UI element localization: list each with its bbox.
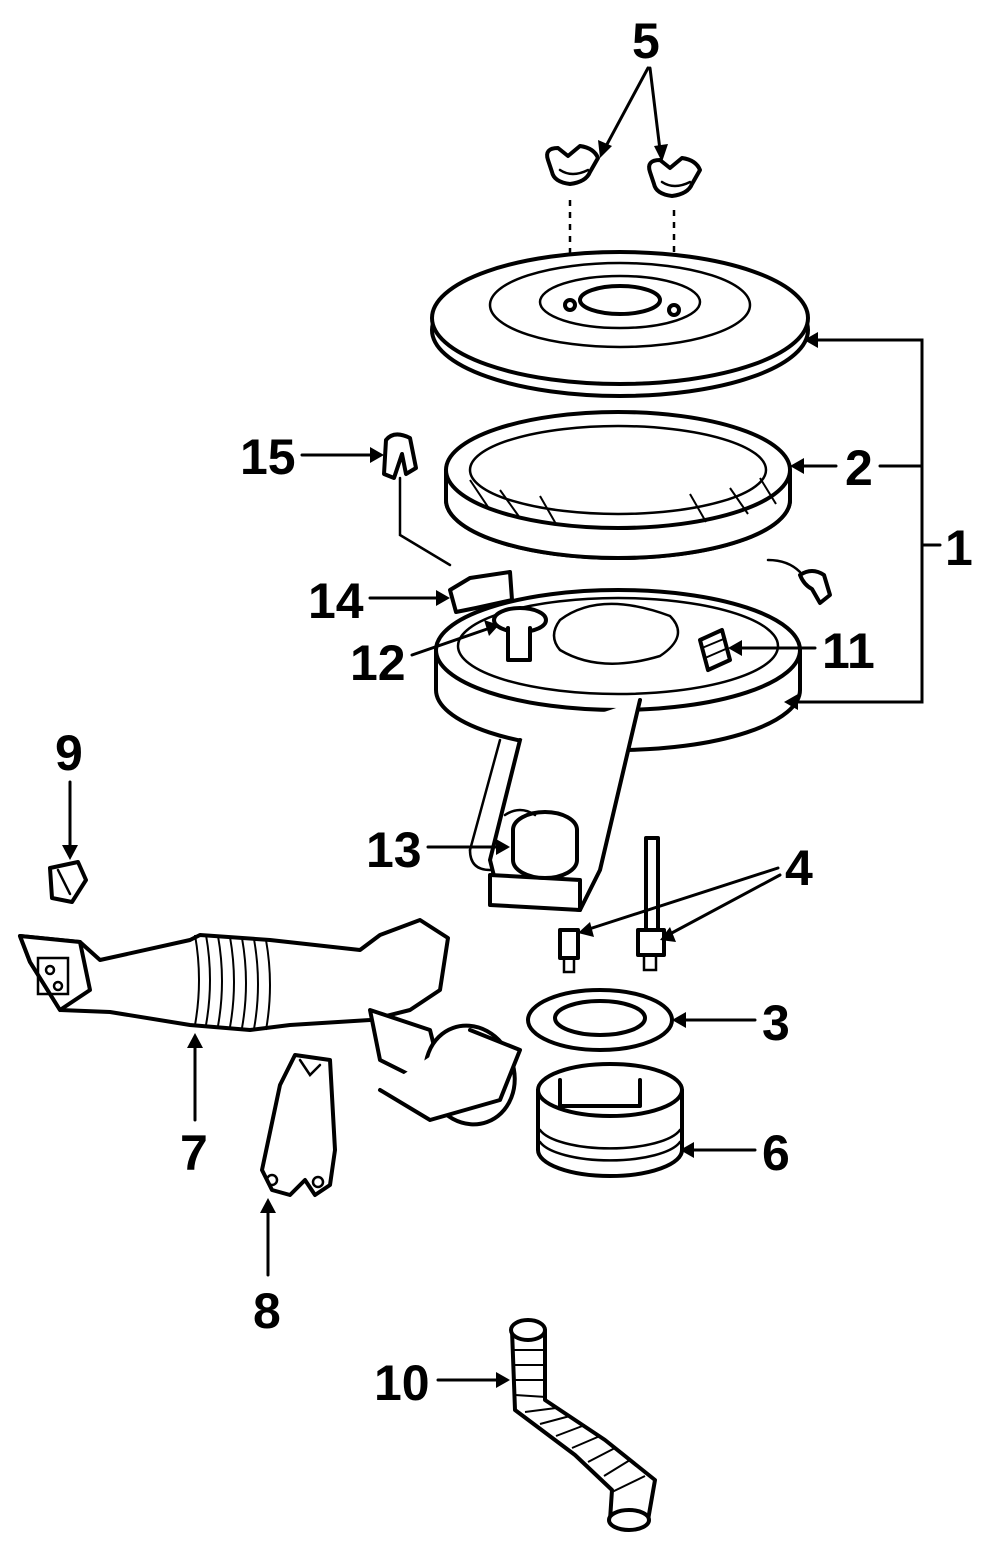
arrow-1-top	[804, 332, 818, 348]
callout-15: 15	[240, 429, 296, 485]
callout-2: 2	[845, 440, 873, 496]
callout-8: 8	[253, 1283, 281, 1339]
arrow-15	[370, 447, 384, 463]
arrow-3	[672, 1012, 686, 1028]
arrow-6	[680, 1142, 694, 1158]
wing-nut-left	[545, 144, 600, 186]
arrow-4a	[578, 922, 594, 937]
callout-4: 4	[785, 840, 813, 896]
small-clip	[48, 860, 88, 904]
arrow-10	[496, 1372, 510, 1388]
vacuum-hose	[509, 1318, 657, 1532]
leader-5b	[648, 66, 662, 152]
callout-12: 12	[350, 635, 406, 691]
retaining-clip	[448, 570, 514, 614]
callout-3: 3	[762, 995, 790, 1051]
arrow-8	[260, 1198, 276, 1213]
vacuum-motor	[503, 808, 579, 880]
arrow-13	[496, 839, 510, 855]
temperature-sensor	[492, 606, 548, 662]
callout-9: 9	[55, 725, 83, 781]
carburetor-adapter	[536, 1062, 684, 1178]
callout-1: 1	[945, 520, 973, 576]
arrow-12	[484, 620, 499, 636]
arrow-11	[728, 640, 742, 656]
clip-leader-line	[398, 476, 452, 567]
arrow-1-bottom	[784, 694, 798, 710]
callout-13: 13	[366, 822, 422, 878]
arrow-4b	[660, 927, 676, 942]
leader-4a	[584, 866, 780, 932]
mounting-bracket	[260, 1053, 337, 1197]
leader-4b	[666, 873, 782, 937]
callout-6: 6	[762, 1125, 790, 1181]
arrow-9	[62, 845, 78, 860]
leader-12	[410, 626, 492, 657]
check-valve-fitting	[698, 628, 732, 672]
stud-right	[636, 836, 666, 972]
gasket-ring	[526, 988, 674, 1052]
callout-7: 7	[180, 1125, 208, 1181]
arrow-5b	[654, 144, 668, 162]
stud-left	[558, 928, 580, 974]
wing-nut-right	[647, 156, 702, 198]
spring-clip	[382, 432, 418, 480]
callout-14: 14	[308, 573, 364, 629]
callout-11: 11	[822, 623, 875, 679]
arrow-5a	[598, 140, 612, 158]
callout-10: 10	[374, 1355, 430, 1411]
intake-duct	[18, 918, 522, 1127]
leader-5a	[603, 66, 650, 150]
leader-1-bracket	[790, 338, 924, 704]
air-cleaner-lid	[430, 250, 810, 398]
air-filter-element	[444, 410, 792, 560]
arrow-2	[790, 458, 804, 474]
arrow-7	[187, 1033, 203, 1048]
arrow-14	[436, 590, 450, 606]
air-cleaner-housing	[434, 558, 832, 912]
callout-5: 5	[632, 13, 660, 69]
